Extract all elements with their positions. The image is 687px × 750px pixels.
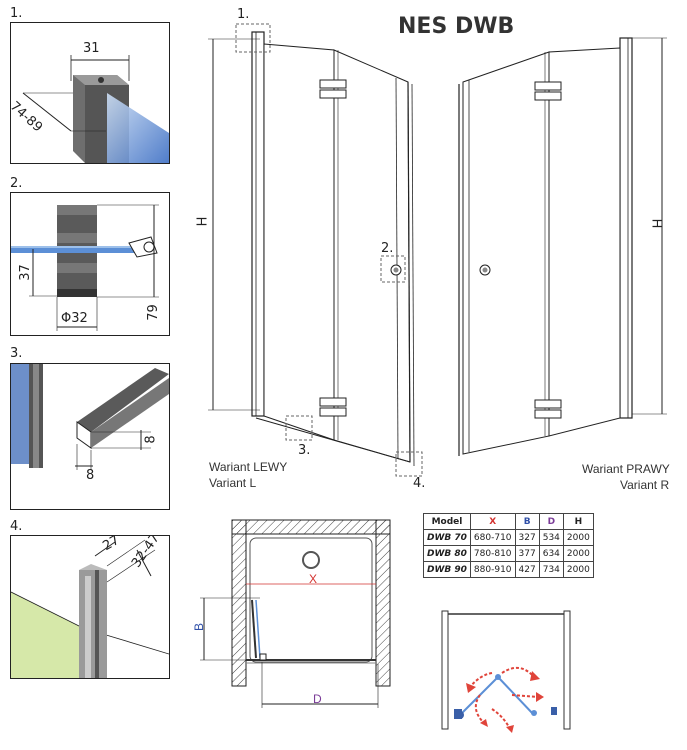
plan-d-label: D [313,692,322,706]
cell-model: DWB 90 [423,561,471,578]
cell-d: 634 [538,545,564,562]
callout-2: 2. [381,241,394,256]
detail-1-panel: 31 74-89 [10,22,170,164]
plan-b-label: B [192,622,207,632]
dim-phi32: Φ32 [61,311,88,326]
left-door-drawing [208,23,423,477]
callout-4: 4. [413,476,426,491]
col-h: H [562,513,594,530]
cell-model: DWB 80 [423,545,471,562]
detail-3-panel: 8 8 [10,363,170,510]
cell-model: DWB 70 [423,529,471,546]
cell-x: 780-810 [469,545,516,562]
cell-b: 427 [514,561,540,578]
detail-2-drawing [11,204,159,331]
right-height-label: H [651,218,667,229]
cell-h: 2000 [562,529,594,546]
col-x: X [469,513,516,530]
spec-table: Model X B D H DWB 70 680-710 327 534 200… [423,513,594,578]
cell-x: 880-910 [469,561,516,578]
plan-view-drawing [200,519,391,708]
variant-right-en: Variant R [620,478,670,492]
col-model: Model [423,513,471,530]
detail-1-drawing [22,55,169,163]
detail-2-panel: 37 Φ32 79 [10,192,170,336]
detail-3-drawing [11,364,169,470]
cell-h: 2000 [562,545,594,562]
page-title: NES DWB [398,14,515,39]
cell-x: 680-710 [469,529,516,546]
detail-3-number: 3. [10,346,23,361]
col-b: B [514,513,540,530]
opening-diagram [441,610,571,733]
cell-d: 734 [538,561,564,578]
dim-8-width: 8 [86,468,95,483]
table-row: DWB 90 880-910 427 734 2000 [423,561,594,578]
callout-3: 3. [298,443,311,458]
table-row: DWB 80 780-810 377 634 2000 [423,545,594,562]
dim-8-height: 8 [143,435,159,444]
detail-4-number: 4. [10,519,23,534]
spec-table-header: Model X B D H [423,513,594,530]
detail-2-number: 2. [10,176,23,191]
cell-b: 327 [514,529,540,546]
dim-79: 79 [145,304,161,321]
table-row: DWB 70 680-710 327 534 2000 [423,529,594,546]
dim-31: 31 [83,41,100,56]
plan-x-label: X [309,572,318,586]
right-door-drawing [458,37,667,456]
cell-d: 534 [538,529,564,546]
detail-4-drawing [11,539,169,678]
variant-left-en: Variant L [209,476,257,490]
detail-4-panel: 27 32-47 [10,535,170,679]
callout-1: 1. [237,7,250,22]
variant-left-pl: Wariant LEWY [209,460,288,474]
cell-h: 2000 [562,561,594,578]
detail-1-number: 1. [10,6,23,21]
col-d: D [538,513,564,530]
variant-right-pl: Wariant PRAWY [582,462,670,476]
cell-b: 377 [514,545,540,562]
dim-37: 37 [17,264,33,281]
left-height-label: H [195,216,211,227]
